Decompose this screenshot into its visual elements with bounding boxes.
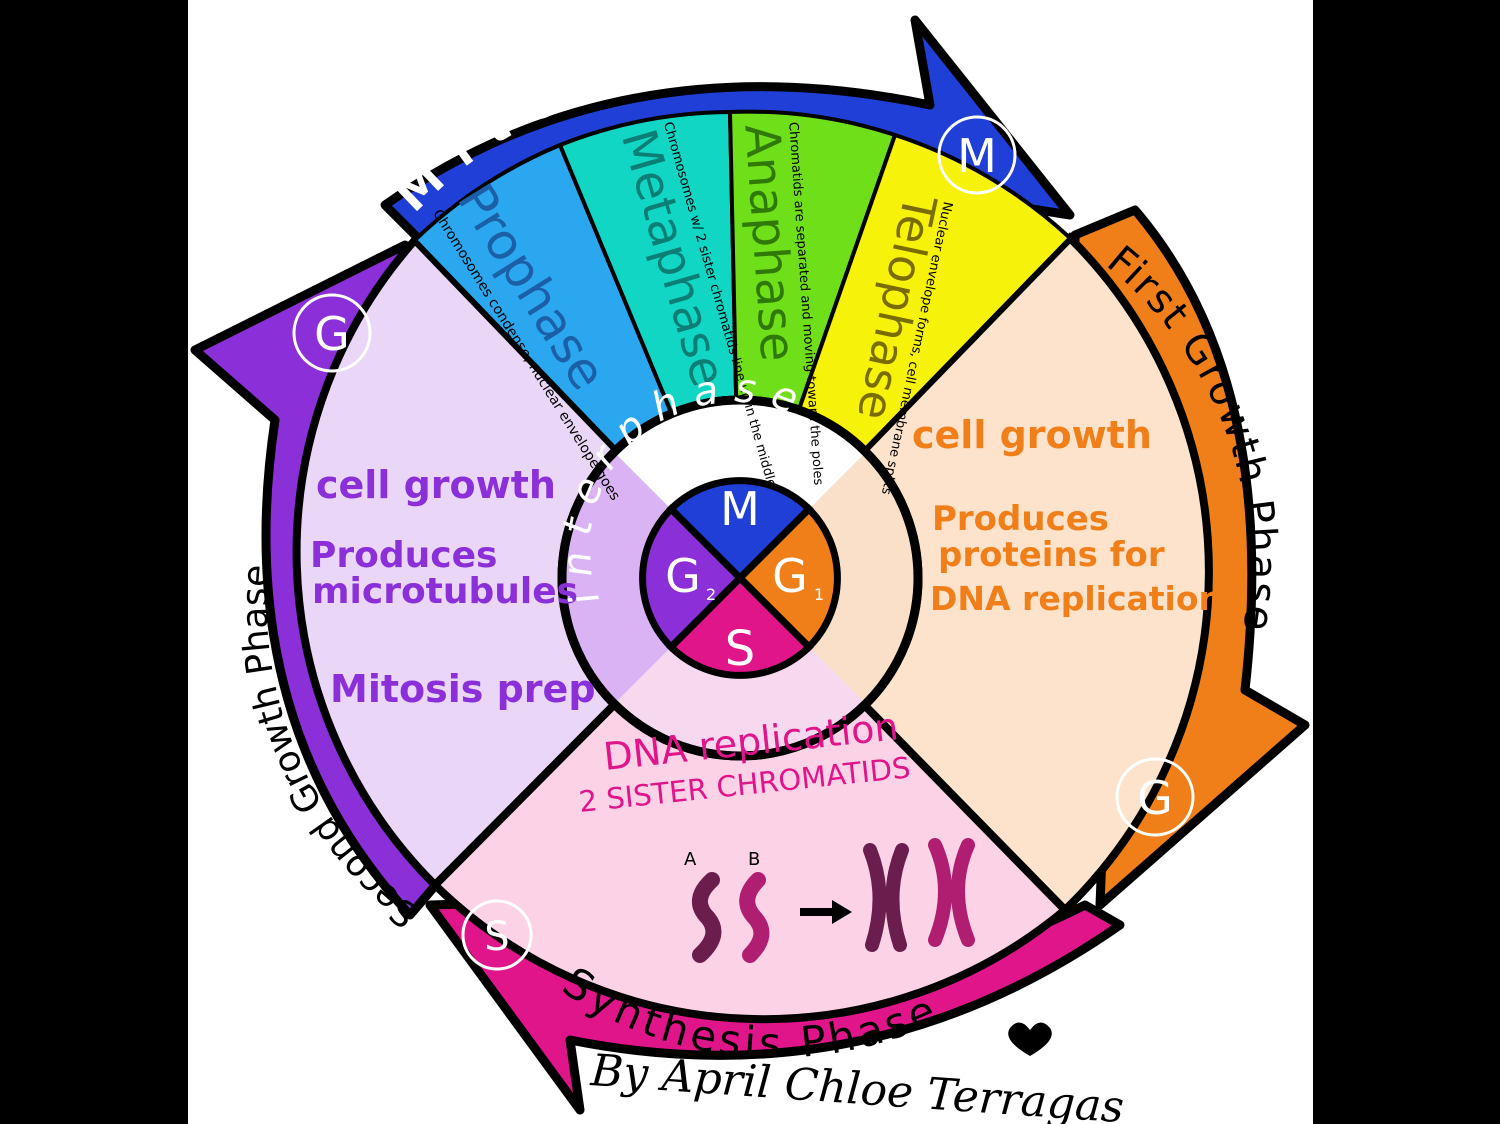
s-badge: S xyxy=(461,899,533,971)
center-g2-label: G 2 xyxy=(665,549,716,604)
g1-dna-replication: DNA replication xyxy=(930,579,1222,618)
g1-cell-growth: cell growth xyxy=(912,413,1152,457)
g1-badge: G xyxy=(1115,757,1195,837)
g1-proteins: proteins for xyxy=(938,535,1165,575)
svg-text:1: 1 xyxy=(814,585,824,604)
svg-text:G: G xyxy=(314,307,350,361)
svg-text:S: S xyxy=(484,914,509,960)
s-quadrant xyxy=(429,572,1071,1024)
svg-text:M: M xyxy=(957,129,997,183)
center-g1 xyxy=(735,504,841,652)
g1-produces: Produces xyxy=(932,499,1109,539)
g2-badge: G xyxy=(292,293,372,373)
heart-icon xyxy=(1008,1022,1052,1056)
svg-text:G: G xyxy=(1137,771,1173,825)
center-s-label: S xyxy=(725,621,755,677)
chrom-label-b: B xyxy=(748,849,760,870)
center-g1-label: G 1 xyxy=(772,549,824,604)
g2-microtubules: microtubules xyxy=(312,571,578,612)
m-badge: M xyxy=(937,115,1017,195)
center-g2 xyxy=(639,504,745,652)
center-s xyxy=(666,573,814,679)
center-m-label: M xyxy=(720,482,760,536)
chromosome-illustration: A B xyxy=(684,838,975,963)
g2-cell-growth: cell growth xyxy=(316,463,556,507)
g2-notes: cell growth Produces microtubules Mitosi… xyxy=(310,463,596,711)
svg-text:G: G xyxy=(665,549,701,603)
g1-quadrant xyxy=(734,232,1213,916)
center-m xyxy=(666,477,814,583)
svg-text:G: G xyxy=(772,549,808,603)
svg-text:2: 2 xyxy=(706,585,716,604)
g1-notes: cell growth Produces proteins for DNA re… xyxy=(912,413,1222,618)
g2-quadrant xyxy=(292,234,746,891)
chrom-label-a: A xyxy=(684,849,697,870)
g2-mitosis-prep: Mitosis prep xyxy=(330,667,596,711)
g2-produces: Produces xyxy=(310,535,497,576)
